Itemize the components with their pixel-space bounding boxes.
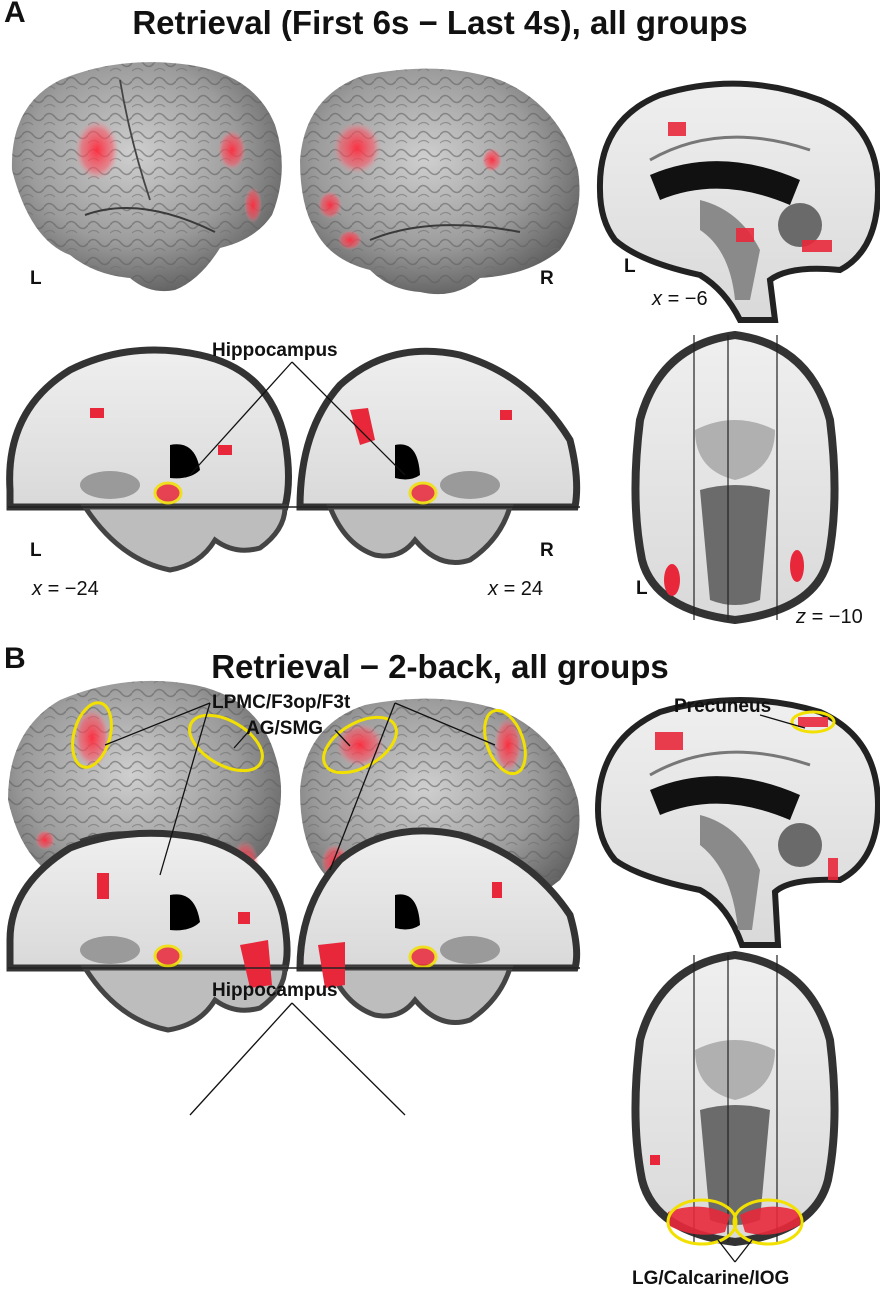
lpmc-callout-b: LPMC/F3op/F3t (212, 692, 351, 713)
brain-left-lateral-a (11, 62, 282, 292)
occipital-callout-b: LG/Calcarine/IOG (632, 1268, 790, 1289)
panel-title-b: Retrieval − 2-back, all groups (211, 648, 669, 685)
axial-label-a: L (636, 578, 648, 599)
precuneus-callout-b: Precuneus (674, 696, 772, 717)
left-lateral-label-a: L (30, 268, 42, 289)
right-slice-coordinate-a: x = 24 (488, 578, 544, 600)
left-slice-coordinate-a: x = −24 (32, 578, 99, 600)
sagittal-coordinate-a: x = −6 (652, 288, 708, 310)
right-lateral-label-a: R (540, 268, 554, 289)
panel-letter-b: B (4, 642, 26, 675)
axial-coordinate-a: z = −10 (796, 606, 863, 628)
brain-sagittal-slice-a (596, 80, 880, 323)
panel-letter-a: A (4, 0, 26, 29)
ag-smg-callout-b: AG/SMG (246, 718, 324, 739)
brain-axial-slice-a (631, 330, 839, 625)
callout-lines-b (104, 702, 806, 1263)
hippocampus-callout-lines-a (189, 361, 406, 476)
brain-slice-left-b (6, 829, 291, 1033)
hippocampus-callout-b: Hippocampus (212, 980, 338, 1001)
brain-slice-right-b (296, 827, 581, 1025)
sagittal-label-a: L (624, 256, 636, 277)
hippocampus-callout-a: Hippocampus (212, 340, 338, 361)
right-coronal-label-a: R (540, 540, 554, 561)
brain-sagittal-slice-b (594, 697, 880, 948)
panel-title-a: Retrieval (First 6s − Last 4s), all grou… (132, 4, 748, 41)
left-coronal-label-a: L (30, 540, 42, 561)
brain-right-lateral-a (300, 68, 580, 295)
brain-slice-left-a (6, 346, 292, 573)
brain-axial-slice-b (631, 950, 839, 1247)
brain-slice-right-a (296, 347, 581, 565)
